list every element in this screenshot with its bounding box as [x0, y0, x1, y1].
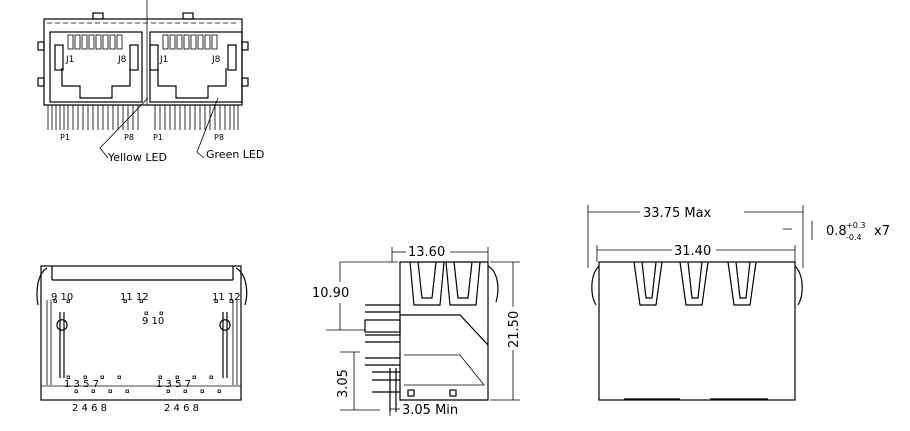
side-tab-l2: [37, 77, 45, 87]
label-j1-left: J1: [65, 55, 74, 65]
port-right-latch: [157, 68, 227, 99]
front-label-odd-left: 1 3 5 7: [64, 379, 99, 390]
label-j1-right: J1: [159, 55, 168, 65]
side-inner-slope: [400, 314, 489, 346]
side-view: 13.60 10.90 21.50 3.05 3.05 Min: [312, 245, 522, 418]
green-led-label: Green LED: [206, 148, 264, 161]
port-right-led-j1: [149, 44, 159, 71]
dim-max-width: 33.75 Max: [643, 206, 712, 221]
dim-pin-length: 3.05: [336, 369, 351, 398]
front-label-9-10-left: 9 10: [51, 292, 73, 303]
front-side-walls: [46, 300, 238, 385]
rear-view: 33.75 Max 31.40 0.8 +0.3 -0.4 x7: [587, 205, 890, 401]
label-p1-right: P1: [153, 133, 163, 142]
side-body-outline: [399, 261, 489, 401]
dim-width: 31.40: [674, 244, 711, 259]
side-pipe-1: [409, 261, 445, 306]
side-pipe-2: [445, 261, 481, 306]
side-clip: [487, 265, 499, 303]
yellow-led-leader: [99, 97, 149, 159]
side-pins: [364, 304, 401, 412]
front-label-11-12-mid: 11 12: [120, 292, 149, 303]
port-left-led-j1: [54, 44, 64, 71]
top-tab-left: [92, 12, 104, 20]
side-pipe-1-inner: [417, 261, 437, 299]
dim-width: 13.60: [408, 245, 445, 260]
label-p1-left: P1: [60, 133, 70, 142]
port-right-contacts: [162, 34, 218, 50]
side-inner-step: [404, 354, 485, 386]
rear-pipes: [633, 261, 757, 306]
rear-body-outline: [598, 261, 796, 401]
side-tab-l1: [37, 41, 45, 51]
dim-total-height: 21.50: [507, 311, 522, 348]
label-p8-left: P8: [124, 133, 134, 142]
port-right-led-j8: [227, 44, 237, 71]
rear-right-clip: [794, 265, 803, 306]
front-left-clip: [36, 267, 48, 306]
side-pipe-2-inner: [453, 261, 473, 299]
bottom-pins: [47, 105, 239, 130]
side-tab-r2: [241, 77, 249, 87]
dim-tol-minus: -0.4: [846, 233, 862, 242]
port-left-outline: [49, 31, 143, 103]
dim-multiplier: x7: [874, 224, 890, 239]
top-view: J1 J8 J1 J8 P1 P8 P1 P8 Yellow LED Green…: [37, 0, 264, 164]
front-label-11-12-right: 11 12: [212, 292, 241, 303]
port-left-latch: [61, 68, 131, 99]
dim-tol-plus: +0.3: [846, 221, 865, 230]
dim-height-top: 10.90: [312, 286, 349, 301]
front-label-even-left: 2 4 6 8: [72, 403, 107, 414]
front-label-9-10-mid: 9 10: [142, 316, 164, 327]
side-square-2: [449, 389, 457, 397]
rear-left-clip: [591, 265, 600, 306]
label-j8-right: J8: [211, 55, 221, 65]
port-left-contacts: [67, 34, 123, 50]
dim-min-length: 3.05 Min: [402, 403, 458, 418]
front-body-outline: [40, 265, 242, 401]
dim-pin-base: 0.8: [826, 224, 847, 239]
side-square-1: [407, 389, 415, 397]
green-led-leader: [196, 97, 219, 159]
port-left-led-j8: [129, 44, 139, 71]
front-right-clip: [235, 267, 248, 306]
front-label-even-right: 2 4 6 8: [164, 403, 199, 414]
yellow-led-label: Yellow LED: [107, 151, 167, 164]
front-top-posts: [51, 266, 234, 280]
front-view: 9 10 11 12 11 12 9 10 1 3 5 7 1 3 5 7 2 …: [36, 265, 248, 414]
top-tab-right: [182, 12, 194, 20]
side-tab-r1: [241, 41, 249, 51]
front-label-odd-right: 1 3 5 7: [156, 379, 191, 390]
front-keyhole-right: [219, 312, 231, 378]
front-pads: [53, 299, 233, 393]
label-j8-left: J8: [117, 55, 127, 65]
front-keyhole-left: [56, 312, 68, 378]
label-p8-right: P8: [214, 133, 224, 142]
